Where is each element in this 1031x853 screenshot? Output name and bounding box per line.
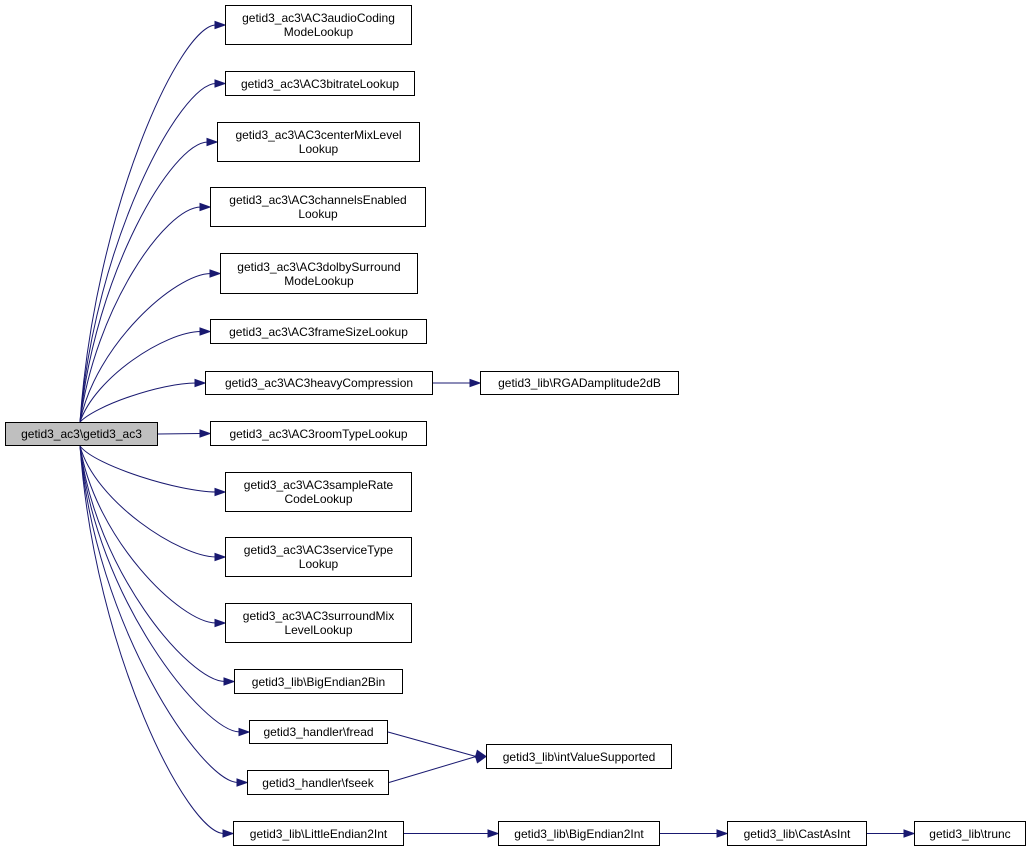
edge-arrowhead (214, 618, 227, 628)
node-label: getid3_lib\BigEndian2Int (514, 826, 644, 841)
edge-arrowhead (487, 829, 500, 838)
node-ac3-room-type-lookup[interactable]: getid3_ac3\AC3roomTypeLookup (210, 421, 427, 446)
node-cast-as-int[interactable]: getid3_lib\CastAsInt (727, 821, 867, 846)
node-label: getid3_ac3\AC3bitrateLookup (240, 76, 400, 91)
edge-root-to-n12 (79, 445, 217, 624)
edge-arrowhead (238, 727, 251, 737)
node-ac3-frame-size-lookup[interactable]: getid3_ac3\AC3frameSizeLookup (210, 319, 427, 344)
edge-arrowhead (903, 829, 916, 838)
edge-root-to-n10 (79, 445, 217, 493)
node-rgad-amplitude-2db[interactable]: getid3_lib\RGADamplitude2dB (480, 371, 679, 395)
edge-root-to-n9 (157, 433, 201, 435)
node-ac3-channels-enabled-lookup[interactable]: getid3_ac3\AC3channelsEnabled Lookup (210, 187, 426, 227)
edge-root-to-n7 (79, 382, 197, 423)
node-getid3-ac3-getid3-ac3: getid3_ac3\getid3_ac3 (5, 422, 158, 446)
node-label: getid3_lib\LittleEndian2Int (249, 826, 388, 841)
node-label: getid3_lib\RGADamplitude2dB (498, 376, 661, 390)
edge-arrowhead (222, 829, 235, 838)
edge-arrowhead (223, 677, 236, 686)
edge-root-to-n13 (79, 445, 226, 682)
edge-arrowhead (214, 552, 227, 562)
edge-arrowhead (236, 778, 249, 787)
node-ac3-sample-rate-code-lookup[interactable]: getid3_ac3\AC3sampleRate CodeLookup (225, 472, 412, 512)
edge-n14-to-n15 (387, 731, 477, 757)
edge-root-to-n3 (79, 141, 209, 423)
edge-arrowhead (206, 137, 219, 147)
node-ac3-bitrate-lookup[interactable]: getid3_ac3\AC3bitrateLookup (225, 71, 415, 96)
node-big-endian-2-int[interactable]: getid3_lib\BigEndian2Int (498, 821, 660, 846)
edge-root-to-n11 (79, 445, 217, 558)
node-label: getid3_ac3\AC3centerMixLevel Lookup (235, 128, 402, 156)
node-label: getid3_ac3\getid3_ac3 (21, 427, 142, 441)
node-int-value-supported[interactable]: getid3_lib\intValueSupported (486, 744, 672, 769)
node-label: getid3_ac3\AC3serviceType Lookup (243, 543, 394, 571)
node-label: getid3_ac3\AC3sampleRate CodeLookup (243, 478, 394, 506)
edge-root-to-n2 (79, 83, 217, 423)
node-label: getid3_ac3\AC3frameSizeLookup (229, 324, 408, 339)
edge-arrowhead (199, 327, 212, 336)
node-label: getid3_lib\trunc (929, 826, 1011, 841)
node-label: getid3_ac3\AC3roomTypeLookup (229, 426, 408, 441)
edge-arrowhead (214, 487, 227, 497)
node-handler-fread[interactable]: getid3_handler\fread (249, 720, 388, 744)
edge-root-to-n5 (79, 273, 212, 423)
edge-arrowhead (214, 79, 227, 88)
node-ac3-audio-coding-mode-lookup[interactable]: getid3_ac3\AC3audioCoding ModeLookup (225, 5, 412, 45)
node-ac3-dolby-surround-mode-lookup[interactable]: getid3_ac3\AC3dolbySurround ModeLookup (220, 253, 418, 294)
node-ac3-center-mix-level-lookup[interactable]: getid3_ac3\AC3centerMixLevel Lookup (217, 122, 420, 162)
node-label: getid3_handler\fread (263, 725, 374, 739)
edge-arrowhead (474, 755, 488, 764)
node-little-endian-2-int[interactable]: getid3_lib\LittleEndian2Int (233, 821, 404, 846)
node-label: getid3_ac3\AC3surroundMix LevelLookup (242, 609, 395, 637)
node-label: getid3_lib\BigEndian2Bin (251, 674, 386, 689)
edge-root-to-n1 (79, 24, 217, 423)
node-label: getid3_lib\CastAsInt (743, 826, 851, 841)
edge-arrowhead (209, 269, 222, 278)
node-ac3-surround-mix-level-lookup[interactable]: getid3_ac3\AC3surroundMix LevelLookup (225, 603, 412, 643)
node-big-endian-2-bin[interactable]: getid3_lib\BigEndian2Bin (234, 669, 403, 694)
node-ac3-service-type-lookup[interactable]: getid3_ac3\AC3serviceType Lookup (225, 537, 412, 577)
edge-arrowhead (469, 378, 482, 388)
node-label: getid3_ac3\AC3channelsEnabled Lookup (229, 193, 407, 221)
edge-root-to-n4 (79, 206, 202, 423)
edge-root-to-n17 (79, 445, 225, 834)
node-label: getid3_handler\fseek (262, 775, 374, 790)
edge-arrowhead (199, 429, 212, 438)
edge-root-to-n6 (79, 331, 202, 423)
edge-arrowhead (194, 378, 207, 388)
node-label: getid3_lib\intValueSupported (502, 749, 656, 764)
node-trunc[interactable]: getid3_lib\trunc (914, 821, 1026, 846)
edge-arrowhead (214, 20, 227, 30)
node-handler-fseek[interactable]: getid3_handler\fseek (247, 770, 389, 795)
node-label: getid3_ac3\AC3audioCoding ModeLookup (242, 11, 395, 39)
edge-arrowhead (716, 829, 729, 838)
edge-n16-to-n15 (388, 756, 477, 783)
node-label: getid3_ac3\AC3heavyCompression (224, 376, 414, 390)
edge-root-to-n16 (79, 445, 239, 783)
node-label: getid3_ac3\AC3dolbySurround ModeLookup (237, 259, 401, 288)
edge-arrowhead (199, 202, 212, 212)
node-ac3-heavy-compression[interactable]: getid3_ac3\AC3heavyCompression (205, 371, 433, 395)
edge-root-to-n14 (79, 445, 241, 733)
